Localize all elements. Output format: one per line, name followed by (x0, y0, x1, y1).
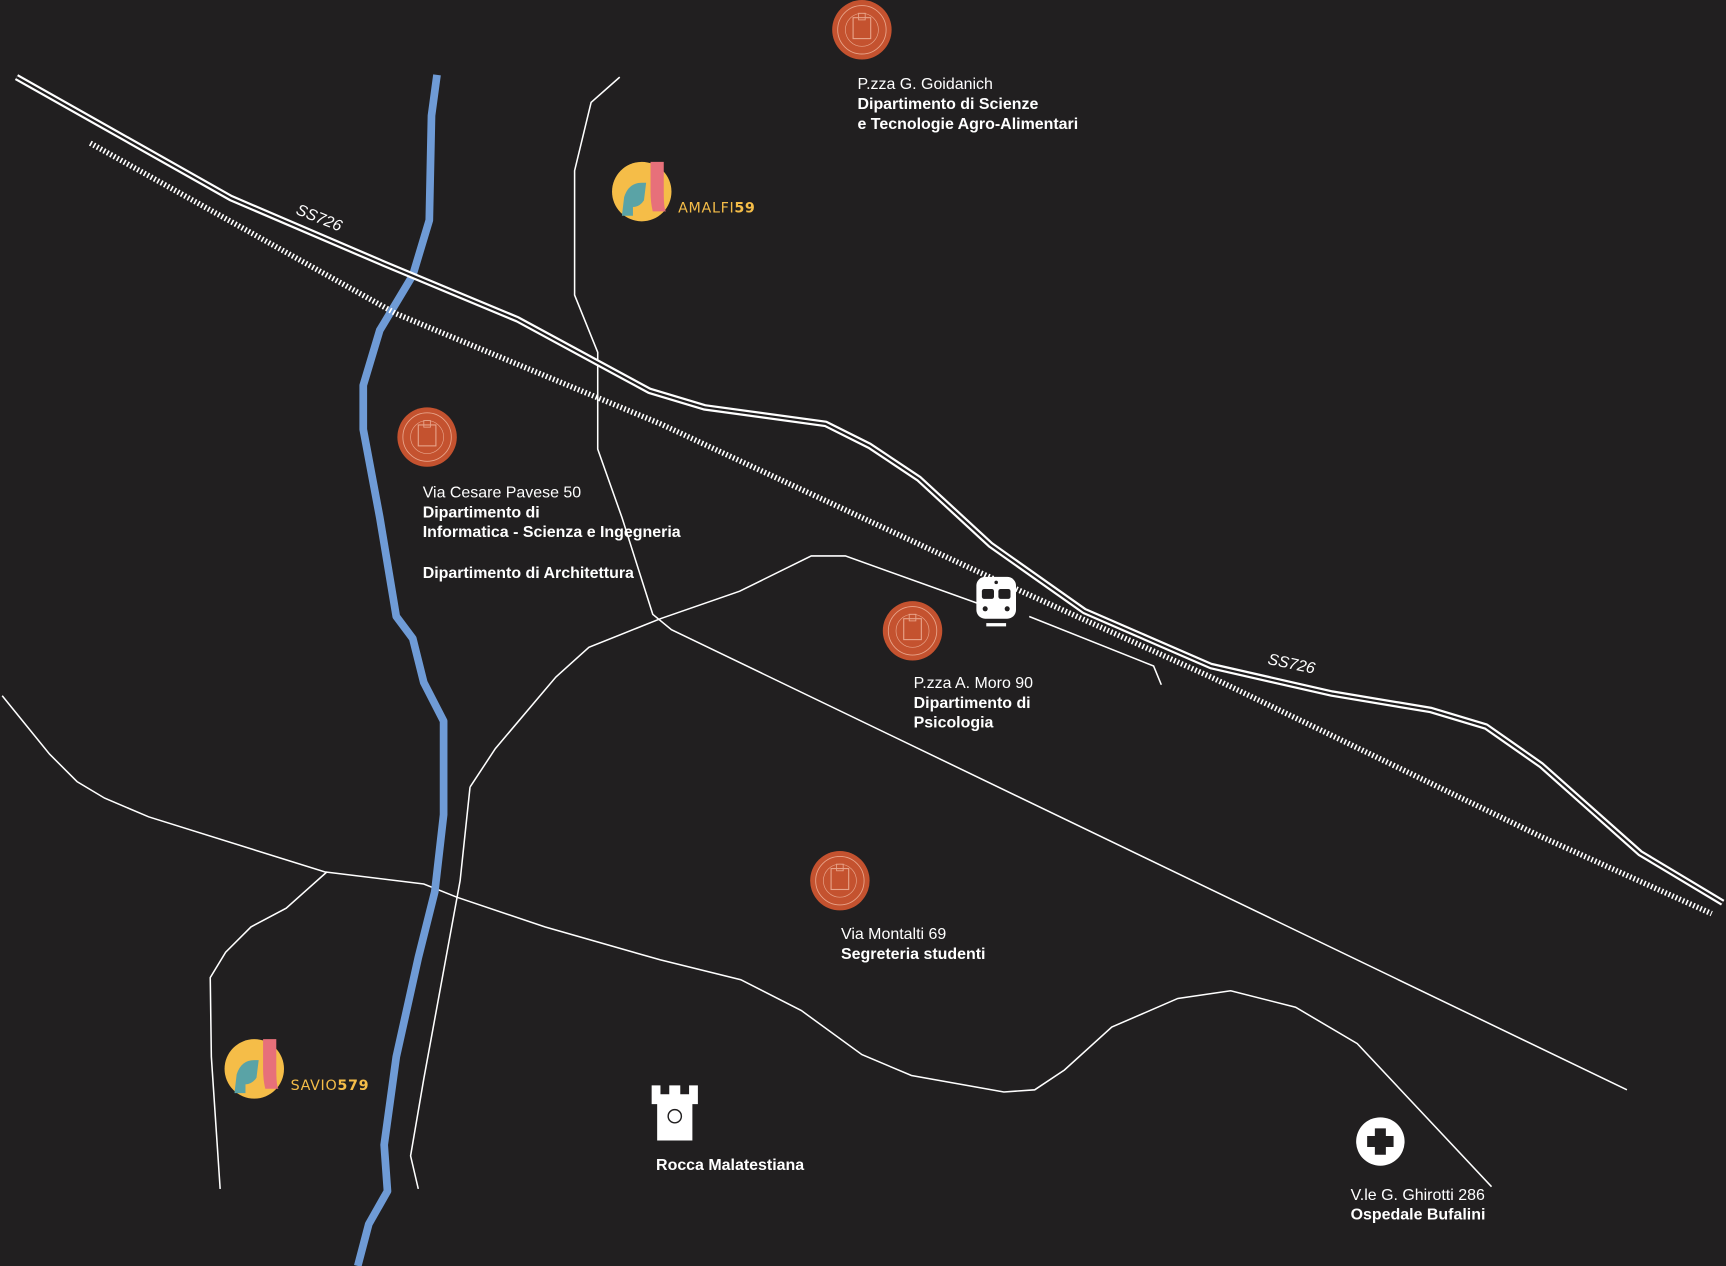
place-name: Dipartimento di Scienze (857, 96, 1038, 113)
place-name: Ospedale Bufalini (1351, 1207, 1486, 1224)
river-savio (354, 74, 448, 1266)
brand-name: SAVIO (291, 1078, 338, 1094)
road-west-river (409, 787, 471, 1190)
savio579-marker[interactable]: SAVIO579 (224, 1039, 370, 1099)
university-seal-icon[interactable] (809, 850, 871, 911)
highway-ss726 (14, 74, 1725, 906)
place-label-informatica: Via Cesare Pavese 50 Dipartimento di Inf… (423, 485, 681, 582)
brand-number: 59 (734, 201, 755, 217)
road-station-east (1028, 615, 1163, 686)
svg-text:AMALFI59: AMALFI59 (678, 201, 755, 217)
university-seal-icon[interactable] (882, 600, 943, 662)
brand-name: AMALFI (678, 201, 734, 217)
place-address: P.zza G. Goidanich (857, 76, 992, 93)
place-label-segreteria: Via Montalti 69 Segreteria studenti (841, 926, 986, 963)
road-station (469, 555, 978, 788)
university-seal-icon[interactable] (396, 406, 458, 468)
place-label-ospedale: V.le G. Ghirotti 286 Ospedale Bufalini (1351, 1187, 1486, 1224)
road-north (573, 76, 1628, 1091)
train-station-icon[interactable] (976, 576, 1017, 627)
ss726-label: SS726 (1266, 651, 1317, 678)
place-name: Dipartimento di (423, 504, 540, 521)
brand-logo-icon (612, 161, 672, 222)
place-name: Segreteria studenti (841, 946, 986, 963)
hospital-cross-icon[interactable] (1356, 1117, 1405, 1166)
place-name: e Tecnologie Agro-Alimentari (857, 116, 1078, 133)
road-southwest (209, 871, 328, 1189)
castle-tower-icon[interactable] (651, 1085, 698, 1141)
place-name: Psicologia (914, 715, 994, 732)
railway (88, 140, 1713, 917)
place-name: Informatica - Scienza e Ingegneria (423, 524, 681, 541)
svg-text:SAVIO579: SAVIO579 (291, 1078, 370, 1094)
road-south (1, 695, 1493, 1188)
place-address: V.le G. Ghirotti 286 (1351, 1187, 1485, 1204)
university-seal-icon[interactable] (831, 0, 893, 61)
brand-logo-icon (224, 1039, 284, 1099)
amalfi59-marker[interactable]: AMALFI59 (612, 161, 756, 222)
place-name: Rocca Malatestiana (656, 1157, 804, 1174)
place-name: Dipartimento di Architettura (423, 565, 634, 582)
brand-number: 579 (337, 1078, 369, 1094)
place-address: Via Cesare Pavese 50 (423, 485, 582, 502)
place-address: Via Montalti 69 (841, 926, 946, 943)
place-label-rocca: Rocca Malatestiana (656, 1157, 804, 1174)
place-label-psicologia: P.zza A. Moro 90 Dipartimento di Psicolo… (914, 675, 1034, 732)
place-name: Dipartimento di (914, 695, 1031, 712)
place-label-agro: P.zza G. Goidanich Dipartimento di Scien… (857, 76, 1078, 133)
place-address: P.zza A. Moro 90 (914, 675, 1034, 692)
